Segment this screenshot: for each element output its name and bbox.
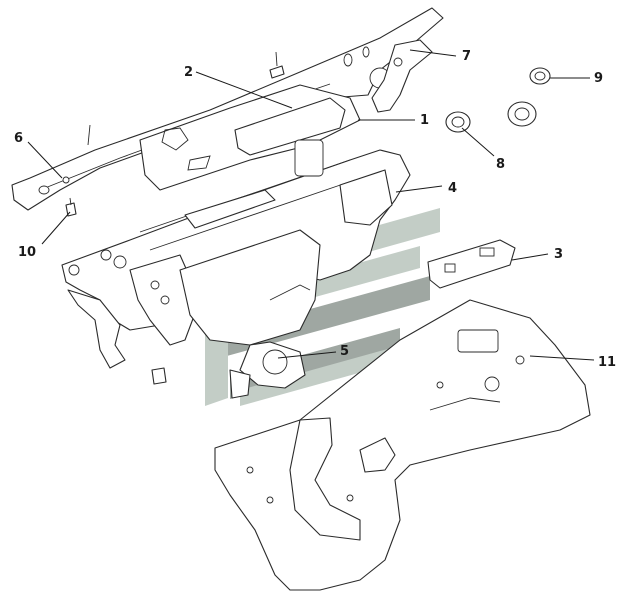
callout-labels: 1 2 3 4 5 6 7 8 9 10 11	[14, 49, 616, 370]
callout-8: 8	[496, 157, 505, 172]
callout-4: 4	[448, 181, 457, 196]
callout-6: 6	[14, 131, 23, 146]
callout-1: 1	[420, 113, 429, 128]
part-5-center-support	[151, 229, 321, 399]
callout-3: 3	[554, 247, 563, 262]
callout-10: 10	[18, 245, 36, 260]
part-1-inner-panel	[139, 51, 361, 191]
callout-9: 9	[594, 71, 603, 86]
callout-2: 2	[184, 65, 193, 80]
part-10-clip	[65, 197, 77, 217]
part-11-floor-panel	[214, 299, 591, 591]
part-7-bracket	[371, 39, 433, 113]
part-3-bracket	[427, 239, 516, 289]
part-9-grommets	[507, 67, 551, 127]
callout-11: 11	[598, 355, 616, 370]
callout-5: 5	[340, 344, 349, 359]
part-8-grommet	[445, 111, 471, 133]
leader-lines	[27, 49, 595, 361]
callout-7: 7	[462, 49, 471, 64]
